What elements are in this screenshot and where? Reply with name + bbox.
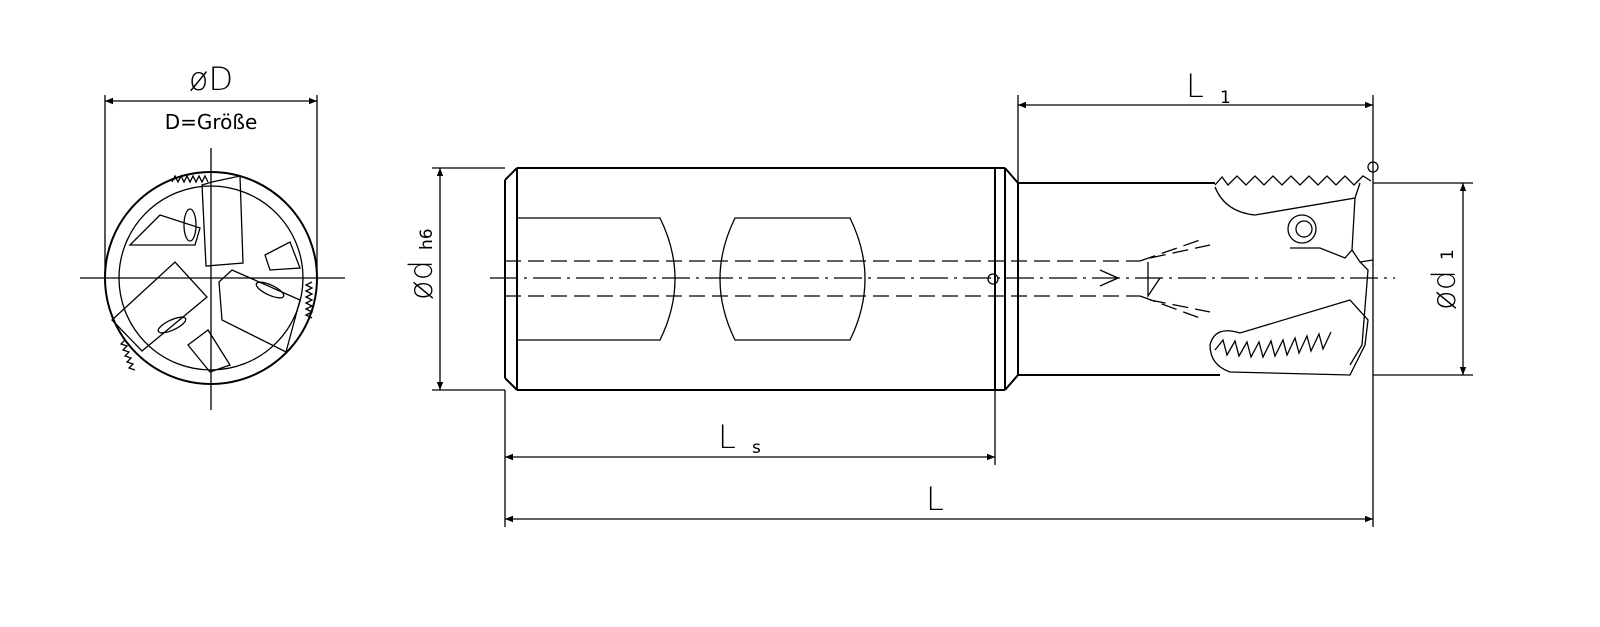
head-length-subscript: 1 (1220, 88, 1231, 108)
shank (504, 167, 995, 391)
cutting-inserts (111, 174, 314, 373)
inner-circle (118, 185, 304, 371)
clamping-flat-1 (517, 217, 676, 341)
cutter-head-body (1017, 182, 1220, 376)
shank-diameter-label: ød (402, 260, 440, 300)
top-insert-seat (1214, 182, 1361, 259)
shank-length-subscript: s (752, 438, 761, 458)
side-view: ød h6 L s L L 1 ød 1 (402, 67, 1473, 527)
clamping-flat-2 (719, 217, 866, 341)
shank-diameter-tolerance: h6 (417, 228, 437, 250)
diameter-D-label: øD (189, 60, 233, 98)
insert-side (1349, 249, 1374, 366)
shank-length-label: L (718, 418, 736, 456)
head-diameter-label: ød (1425, 270, 1463, 310)
head-length-label: L (1186, 67, 1204, 105)
bottom-thread-insert (1209, 299, 1369, 376)
shank-collar (994, 167, 1019, 391)
size-note: D=Größe (165, 110, 258, 134)
end-view: øD D=Größe (80, 60, 345, 410)
head-diameter-subscript: 1 (1438, 249, 1458, 260)
top-thread-insert (1214, 175, 1372, 186)
reference-mark (987, 273, 999, 285)
total-length-label: L (926, 480, 944, 518)
